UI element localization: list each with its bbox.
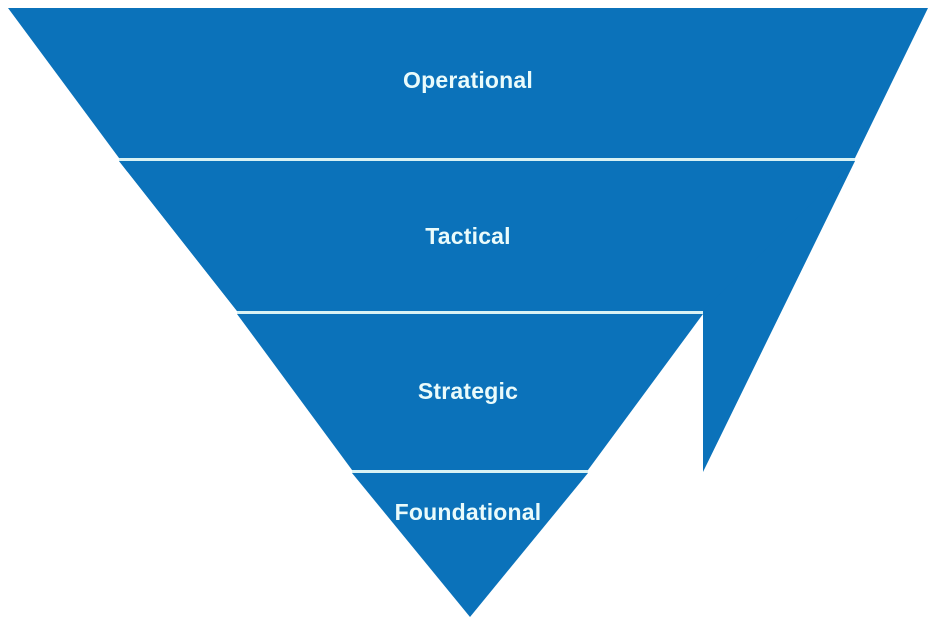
funnel-band-strategic[interactable] <box>237 314 703 470</box>
divider-operational-tactical <box>119 158 855 161</box>
funnel-band-foundational[interactable] <box>352 473 588 617</box>
funnel-band-group <box>8 8 928 617</box>
divider-strategic-foundational <box>352 470 588 473</box>
funnel-band-operational[interactable] <box>8 8 928 158</box>
funnel-band-tactical-fix <box>119 161 855 311</box>
divider-tactical-strategic <box>237 311 703 314</box>
funnel-divider-group <box>119 158 855 473</box>
